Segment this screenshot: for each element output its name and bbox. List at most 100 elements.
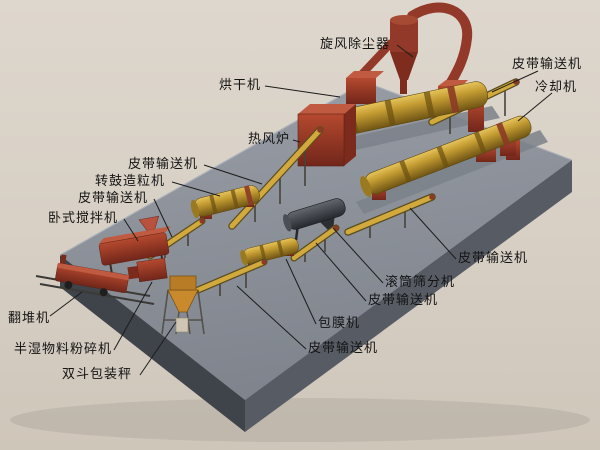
cyclone-duct-arc <box>407 2 473 89</box>
leader-belt-middle <box>315 242 367 302</box>
turner-wheel <box>99 288 108 297</box>
label-belt-conveyor-right: 皮带输送机 <box>458 251 529 266</box>
leader-packing-scale <box>139 321 177 376</box>
leader-coating <box>285 258 317 325</box>
label-hot-air-furnace: 热风炉 <box>248 132 291 147</box>
drum-end-cap <box>360 176 372 197</box>
cyclone-top <box>390 15 418 25</box>
head-pulley <box>261 259 267 265</box>
turner-rail <box>39 283 155 305</box>
drum-ring <box>276 240 285 257</box>
leader-belt-left <box>153 198 173 238</box>
conveyor-belt <box>291 225 339 261</box>
leader-furnace <box>292 139 301 143</box>
bag <box>175 317 189 333</box>
drum-gear-ring <box>243 185 254 206</box>
stand-leg <box>186 311 191 335</box>
leader-crusher <box>113 281 153 351</box>
drum-ring <box>209 194 218 215</box>
label-cyclone-dust-collector: 旋风除尘器 <box>320 37 391 52</box>
crusher-motor <box>127 266 139 280</box>
mixer-leg <box>109 264 113 274</box>
label-packing-scale: 双斗包装秤 <box>62 367 133 382</box>
leader-belt-right <box>409 207 457 260</box>
crusher-body <box>136 257 168 283</box>
leader-granulator <box>171 181 221 197</box>
cyclone-body <box>390 20 418 52</box>
drum-ring <box>473 131 487 154</box>
platform-front-face <box>60 255 245 432</box>
leader-turner <box>49 291 83 317</box>
label-dryer: 烘干机 <box>219 78 262 93</box>
drum-gear-ring <box>496 122 511 146</box>
label-belt-conveyor-middle: 皮带输送机 <box>368 293 439 308</box>
label-belt-conveyor-left: 皮带输送机 <box>78 191 149 206</box>
drum-ring <box>384 99 396 127</box>
stand-leg <box>197 289 205 335</box>
label-belt-conveyor-top-right: 皮带输送机 <box>512 57 583 72</box>
leader-lines <box>49 44 553 376</box>
head-pulley <box>199 218 205 224</box>
leader-cooler <box>517 92 553 122</box>
packing-scale-machine <box>161 275 205 335</box>
leader-mixer <box>123 218 139 242</box>
belt-conveyor-upper-left-machine <box>228 126 324 230</box>
cyclone-cone <box>390 52 418 80</box>
label-compost-turner: 翻堆机 <box>8 311 51 326</box>
label-horizontal-mixer: 卧式搅拌机 <box>48 211 119 226</box>
leader-dryer <box>264 85 341 98</box>
drum-end-cap <box>240 249 248 266</box>
hopper-box <box>169 275 197 291</box>
turner-exhaust <box>60 254 67 265</box>
cooler-machine <box>360 115 532 200</box>
belt-conveyor-right-machine <box>344 193 436 238</box>
conveyor-belt <box>229 127 323 229</box>
mixer-body <box>98 232 170 266</box>
conveyor-belt <box>195 259 267 293</box>
drum-ring <box>423 91 435 118</box>
compost-turner-machine <box>35 254 155 305</box>
drum-gear-ring <box>447 85 460 114</box>
label-drum-screener: 滚筒筛分机 <box>385 275 456 290</box>
drum-ring <box>399 160 412 183</box>
label-semi-wet-crusher: 半湿物料粉碎机 <box>14 342 113 357</box>
stand-leg <box>161 289 169 335</box>
drum-ring <box>436 145 450 169</box>
head-pulley <box>429 194 435 200</box>
mixer-feed-hopper <box>138 215 160 231</box>
belt-conveyor-middle-machine <box>290 224 340 262</box>
label-coating-machine: 包膜机 <box>318 316 361 331</box>
label-cooler: 冷却机 <box>535 80 578 95</box>
head-pulley <box>317 127 323 133</box>
drum-end-cap <box>283 214 292 232</box>
label-drum-granulator: 转鼓造粒机 <box>95 174 166 189</box>
leader-belt-top-right <box>491 70 539 93</box>
leader-belt-upper-left <box>203 164 263 185</box>
platform-side-face <box>245 160 572 432</box>
drum-granulator-machine <box>190 185 260 219</box>
chamber-front <box>346 78 376 104</box>
drum-ring <box>259 244 267 262</box>
drum-ring <box>230 189 240 209</box>
semi-wet-crusher-machine <box>127 257 168 283</box>
cyclone-outlet <box>400 80 407 94</box>
belt-conveyor-bottom-machine <box>194 258 268 296</box>
cyclone-duct-left <box>359 39 395 77</box>
duct-chamber-left <box>346 71 384 104</box>
leader-belt-bottom <box>236 285 307 350</box>
label-belt-conveyor-bottom: 皮带输送机 <box>308 341 379 356</box>
furnace-side <box>344 104 356 166</box>
ground-shadow <box>10 398 590 442</box>
turner-wheel <box>64 281 73 290</box>
leader-cyclone <box>396 44 414 58</box>
coating-machine-machine <box>240 237 299 266</box>
hot-air-furnace-machine <box>297 104 356 167</box>
leader-screener <box>332 227 384 284</box>
conveyor-belt <box>345 194 435 235</box>
label-belt-conveyor-upper-left: 皮带输送机 <box>128 157 199 172</box>
turner-top-stripe <box>57 262 130 281</box>
furnace-top <box>298 104 356 114</box>
chamber-top <box>346 71 384 78</box>
